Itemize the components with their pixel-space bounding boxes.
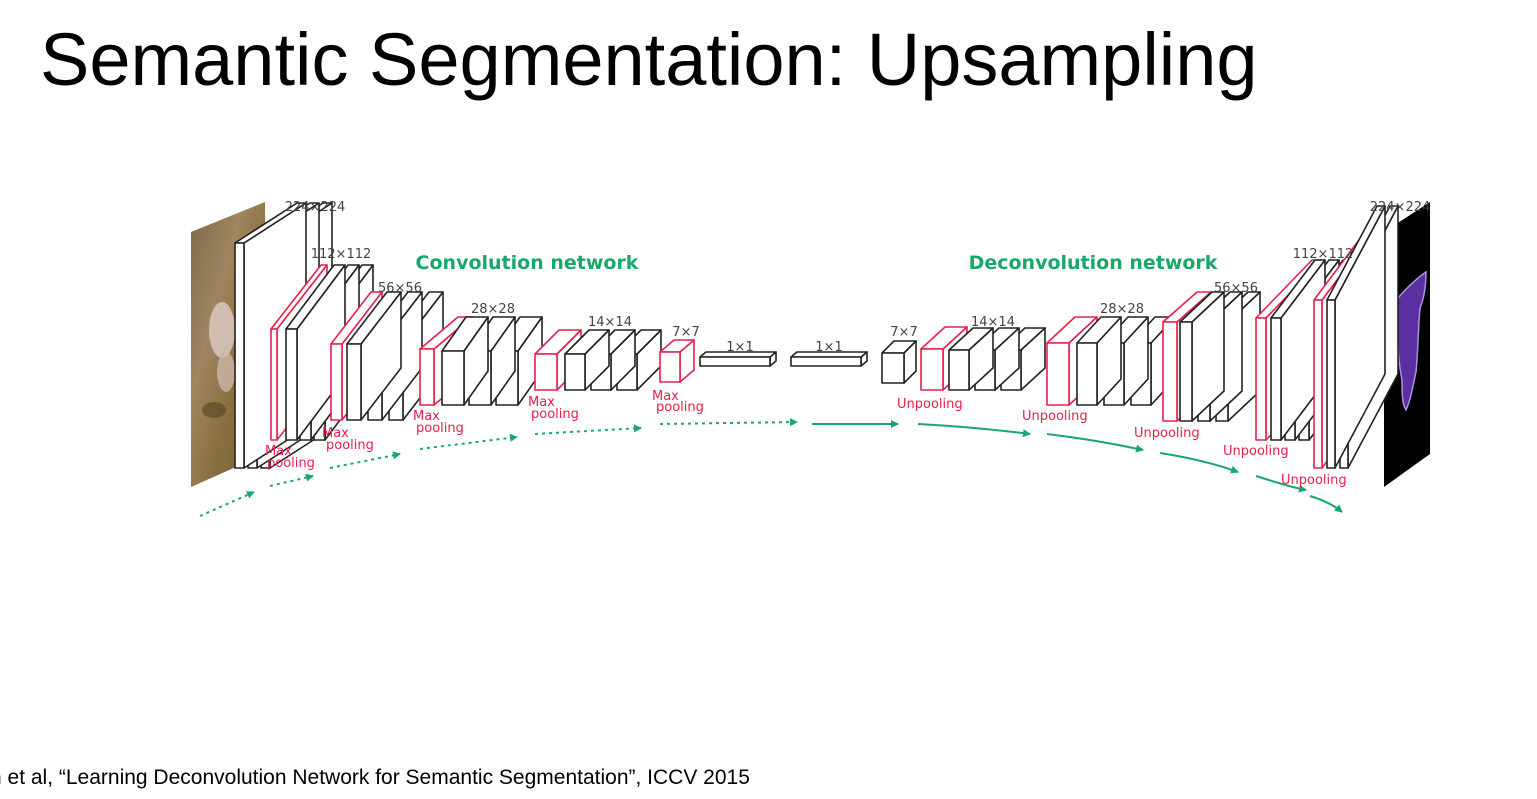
size-label: 14×14 xyxy=(971,315,1015,330)
slide-title: Semantic Segmentation: Upsampling xyxy=(40,18,1258,101)
size-label: 1×1 xyxy=(815,340,842,355)
size-label: 56×56 xyxy=(1214,281,1258,296)
svg-text:pooling: pooling xyxy=(326,438,374,453)
fc-block-1 xyxy=(699,351,777,367)
deconv-block-14 xyxy=(948,327,994,391)
flow-arrow xyxy=(1159,452,1239,474)
flow-arrow xyxy=(1046,433,1144,453)
flow-arrow xyxy=(659,418,798,427)
conv-block-14 xyxy=(564,329,610,391)
flow-arrow xyxy=(199,491,255,517)
flow-arrow xyxy=(534,424,642,435)
layer-stack xyxy=(234,202,1399,469)
size-label: 28×28 xyxy=(1100,302,1144,317)
unpooling-label: Unpooling xyxy=(1134,426,1200,441)
svg-text:pooling: pooling xyxy=(531,407,579,422)
operation-labels: Max pooling Max pooling Max pooling Max … xyxy=(265,389,1347,488)
max-pooling-label: Max pooling xyxy=(652,389,704,415)
size-label: 224×224 xyxy=(1370,200,1431,215)
size-label: 112×112 xyxy=(311,247,372,262)
flow-arrow xyxy=(1309,495,1343,513)
convolution-network-label: Convolution network xyxy=(416,252,639,274)
deconv-block-28 xyxy=(1076,316,1122,406)
size-label: 14×14 xyxy=(588,315,632,330)
deconv-block-56 xyxy=(1179,291,1225,422)
flow-arrow xyxy=(269,473,314,487)
svg-text:pooling: pooling xyxy=(416,421,464,436)
conv-block-56 xyxy=(346,291,402,421)
deconv-block-224 xyxy=(1326,205,1386,469)
deconv-block-7 xyxy=(881,340,917,384)
size-label: 28×28 xyxy=(471,302,515,317)
size-label: 7×7 xyxy=(672,325,699,340)
size-label: 112×112 xyxy=(1293,247,1354,262)
svg-text:Max: Max xyxy=(528,395,555,410)
max-pooling-label: Max pooling xyxy=(322,426,374,453)
flow-arrow xyxy=(419,433,518,450)
max-pooling-label: Max pooling xyxy=(528,395,579,422)
flow-arrow xyxy=(329,451,401,469)
size-label: 1×1 xyxy=(726,340,753,355)
svg-text:pooling: pooling xyxy=(656,400,704,415)
unpooling-label: Unpooling xyxy=(1223,444,1289,459)
svg-text:pooling: pooling xyxy=(267,456,315,471)
fc-block-1-dec xyxy=(790,351,868,367)
conv-block-28 xyxy=(441,316,489,406)
unpooling-label: Unpooling xyxy=(897,397,963,412)
size-labels: 224×224 112×112 56×56 28×28 14×14 7×7 1×… xyxy=(285,200,1431,355)
deconvolution-network-label: Deconvolution network xyxy=(969,252,1218,274)
size-label: 224×224 xyxy=(285,200,346,215)
citation: n et al, “Learning Deconvolution Network… xyxy=(0,766,750,789)
max-pooling-label: Max pooling xyxy=(413,409,464,436)
svg-text:Max: Max xyxy=(652,389,679,404)
svg-text:Max: Max xyxy=(413,409,440,424)
pool-block-7 xyxy=(659,339,695,383)
svg-text:Max: Max xyxy=(322,426,349,441)
max-pooling-label: Max pooling xyxy=(265,444,315,471)
size-label: 7×7 xyxy=(890,325,917,340)
size-label: 56×56 xyxy=(378,281,422,296)
unpooling-label: Unpooling xyxy=(1022,409,1088,424)
unpooling-label: Unpooling xyxy=(1281,473,1347,488)
flow-arrow xyxy=(917,423,1031,438)
svg-text:Max: Max xyxy=(265,444,292,459)
flow-arrow xyxy=(1255,475,1307,493)
flow-arrows xyxy=(199,418,1343,517)
